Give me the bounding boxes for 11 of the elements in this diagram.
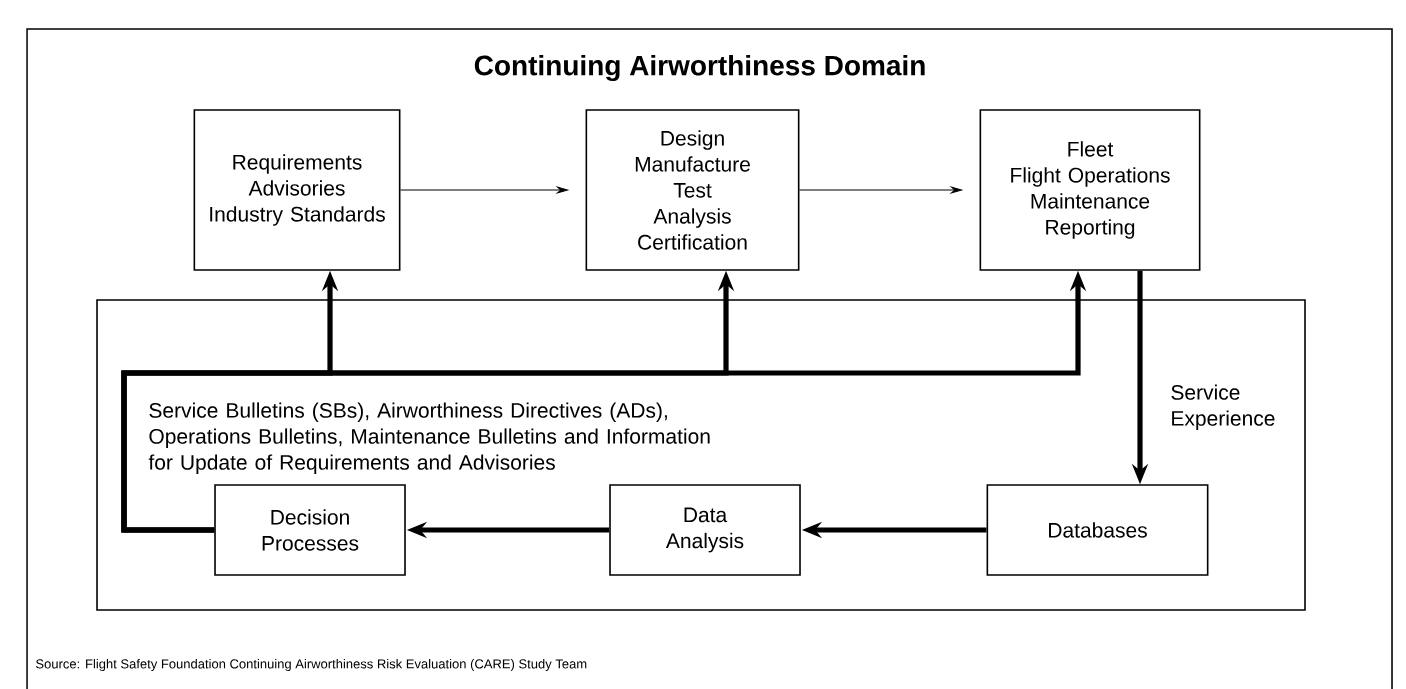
- edge-label: Service Experience: [1171, 384, 1275, 430]
- group-box: [96, 299, 1306, 611]
- note-text: Service Bulletins (SBs), Airworthiness Directives (ADs), Operations Bulletins, Maintenance Bulletins and Information for Update of Requirements and Advisories: [148, 402, 710, 474]
- caption: Source: Flight Safety Foundation Continuing Airworthiness Risk Evaluation (CARE) Study Team: [36, 658, 587, 672]
- process-box: Decision Processes: [214, 484, 406, 576]
- process-box: Data Analysis: [609, 484, 801, 576]
- title: Continuing Airworthiness Domain: [474, 54, 925, 82]
- process-box: Design Manufacture Test Analysis Certification: [585, 109, 800, 271]
- process-box: Requirements Advisories Industry Standards: [193, 109, 401, 271]
- process-box: Fleet Flight Operations Maintenance Reporting: [979, 109, 1201, 271]
- process-box: Databases: [986, 484, 1209, 576]
